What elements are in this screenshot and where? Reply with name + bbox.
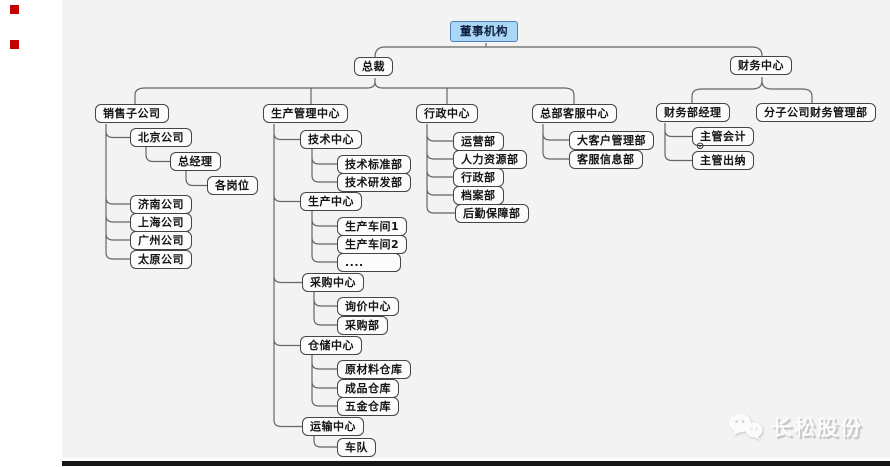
- node-hq-customer-service[interactable]: 总部客服中心: [532, 104, 617, 123]
- node-service-info[interactable]: 客服信息部: [569, 150, 643, 169]
- diagram-canvas: [62, 0, 890, 458]
- node-transport-center[interactable]: 运输中心: [302, 417, 364, 436]
- node-inquiry-center[interactable]: 询价中心: [337, 297, 399, 316]
- bottom-bar: [62, 461, 890, 466]
- wechat-bubbles-icon: [729, 413, 763, 440]
- node-workshop-more[interactable]: ....: [337, 253, 401, 272]
- node-archives[interactable]: 档案部: [453, 186, 504, 205]
- node-production-mgmt[interactable]: 生产管理中心: [263, 104, 348, 123]
- node-guangzhou[interactable]: 广州公司: [130, 231, 192, 250]
- watermark: 长松股份: [728, 412, 863, 442]
- red-marker-bottom-icon: [10, 40, 19, 49]
- node-fleet[interactable]: 车队: [337, 438, 376, 457]
- node-shanghai[interactable]: 上海公司: [130, 213, 192, 232]
- watermark-text: 长松股份: [771, 416, 863, 440]
- node-logistics[interactable]: 后勤保障部: [455, 204, 529, 223]
- node-purchasing-dept[interactable]: 采购部: [337, 316, 388, 335]
- node-finance-center[interactable]: 财务中心: [730, 56, 792, 75]
- node-positions[interactable]: 各岗位: [207, 176, 258, 195]
- node-general-manager[interactable]: 总经理: [170, 152, 221, 171]
- node-subsidiary-finance[interactable]: 分子公司财务管理部: [756, 103, 876, 122]
- node-finance-manager[interactable]: 财务部经理: [656, 103, 730, 122]
- node-beijing[interactable]: 北京公司: [130, 128, 192, 147]
- node-workshop1[interactable]: 生产车间1: [337, 217, 408, 236]
- node-tech-standards[interactable]: 技术标准部: [337, 155, 411, 174]
- node-key-accounts[interactable]: 大客户管理部: [569, 131, 654, 150]
- node-chief-cashier[interactable]: 主管出纳: [692, 151, 754, 170]
- node-president[interactable]: 总裁: [354, 57, 393, 76]
- collapse-marker-icon[interactable]: ⊙: [696, 141, 705, 152]
- node-hr[interactable]: 人力资源部: [453, 150, 527, 169]
- node-purchasing-center[interactable]: 采购中心: [302, 273, 364, 292]
- node-jinan[interactable]: 济南公司: [130, 195, 192, 214]
- node-chief-accountant[interactable]: 主管会计: [692, 127, 754, 146]
- node-operations[interactable]: 运营部: [453, 132, 504, 151]
- node-admin-dept[interactable]: 行政部: [453, 168, 504, 187]
- red-marker-top-icon: [10, 5, 19, 14]
- node-admin-center[interactable]: 行政中心: [416, 104, 478, 123]
- node-sales-subsidiary[interactable]: 销售子公司: [95, 104, 169, 123]
- node-warehouse-center[interactable]: 仓储中心: [300, 336, 362, 355]
- node-hardware-wh[interactable]: 五金仓库: [337, 397, 399, 416]
- node-production-center[interactable]: 生产中心: [300, 192, 362, 211]
- node-tech-rd[interactable]: 技术研发部: [337, 173, 411, 192]
- node-finished-goods-wh[interactable]: 成品仓库: [337, 379, 399, 398]
- node-workshop2[interactable]: 生产车间2: [337, 235, 408, 254]
- node-raw-material-wh[interactable]: 原材料仓库: [337, 360, 411, 379]
- node-taiyuan[interactable]: 太原公司: [130, 250, 192, 269]
- node-tech-center[interactable]: 技术中心: [300, 130, 362, 149]
- node-board[interactable]: 董事机构: [450, 21, 518, 42]
